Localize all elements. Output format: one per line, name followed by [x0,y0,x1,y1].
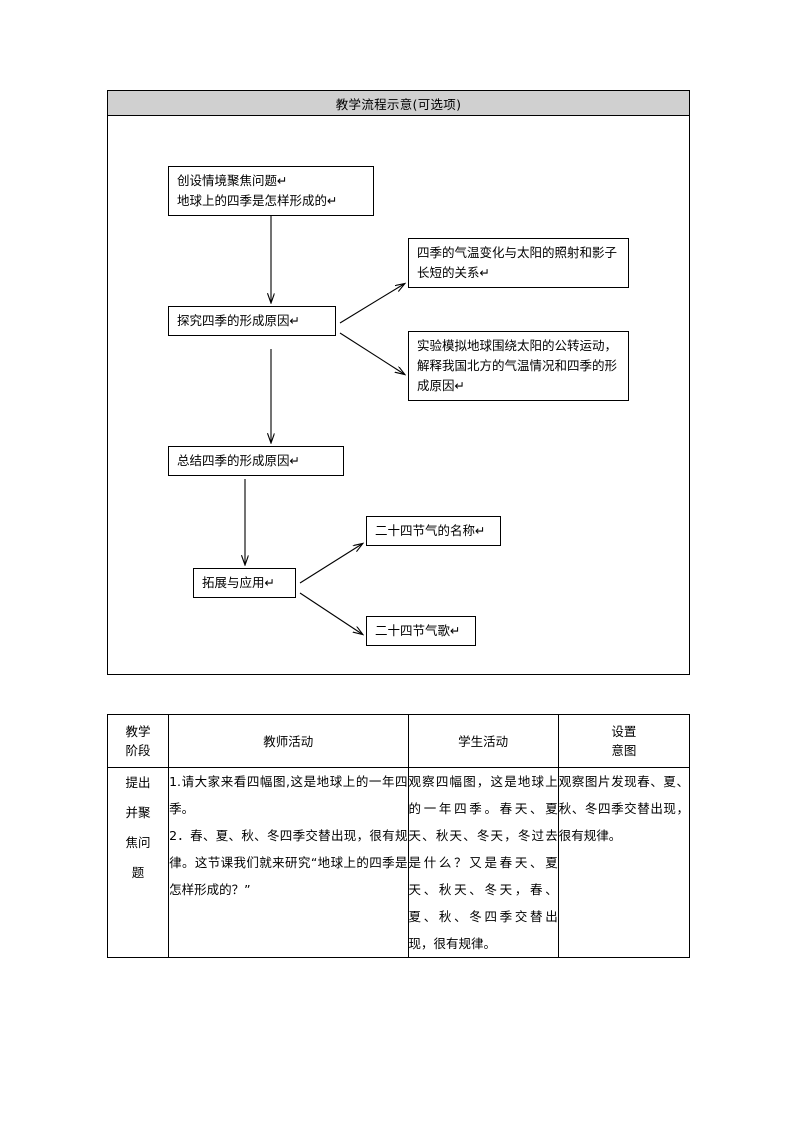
lesson-plan-table: 教学 阶段 教师活动 学生活动 设置 意图 提出 并聚 焦问 题 1.请大家来看… [106,714,691,958]
cell-teacher-activity: 1.请大家来看四幅图,这是地球上的一年四季。 2．春、夏、秋、冬四季交替出现，很… [168,767,409,958]
flow-node-solar-terms-song: 二十四节气歌↵ [366,616,476,646]
column-header-stage: 教学 阶段 [106,714,170,768]
cell-student-activity: 观察四幅图，这是地球上的一年四季。春天、夏天、秋天、冬天，冬过去是什么？又是春天… [407,767,559,958]
column-header-intent: 设置 意图 [557,714,691,768]
table-row: 提出 并聚 焦问 题 1.请大家来看四幅图,这是地球上的一年四季。 2．春、夏、… [106,767,691,958]
table-header-row: 教学 阶段 教师活动 学生活动 设置 意图 [106,714,691,768]
column-header-student: 学生活动 [407,714,559,768]
flow-node-explore-cause: 探究四季的形成原因↵ [168,306,336,336]
flow-title-text: 教学流程示意(可选项) [335,96,462,112]
cell-design-intent: 观察图片发现春、夏、秋、冬四季交替出现，很有规律。 [557,767,691,958]
flow-node-create-context: 创设情境聚焦问题↵ 地球上的四季是怎样形成的↵ [168,166,374,216]
teacher-activity-line-2: 2．春、夏、秋、冬四季交替出现，很有规律。这节课我们就来研究“地球上的四季是怎样… [169,828,408,897]
flow-node-extend-apply: 拓展与应用↵ [193,568,296,598]
flow-canvas: 创设情境聚焦问题↵ 地球上的四季是怎样形成的↵ 探究四季的形成原因↵ 四季的气温… [108,116,689,674]
flow-node-solar-terms-names: 二十四节气的名称↵ [366,516,501,546]
teaching-flow-frame: 教学流程示意(可选项) 创设情境聚焦问题↵ 地球上的四季是怎样形成的↵ [107,90,690,675]
column-header-teacher: 教师活动 [168,714,409,768]
flow-node-temperature-relation: 四季的气温变化与太阳的照射和影子长短的关系↵ [408,238,629,288]
flow-connector-layer [108,216,689,674]
flow-title-bar: 教学流程示意(可选项) [108,91,689,116]
cell-stage: 提出 并聚 焦问 题 [106,767,170,958]
flow-node-experiment-simulation: 实验模拟地球围绕太阳的公转运动，解释我国北方的气温情况和四季的形成原因↵ [408,331,629,401]
flow-node-summary-cause: 总结四季的形成原因↵ [168,446,344,476]
teacher-activity-line-1: 1.请大家来看四幅图,这是地球上的一年四季。 [169,774,408,816]
